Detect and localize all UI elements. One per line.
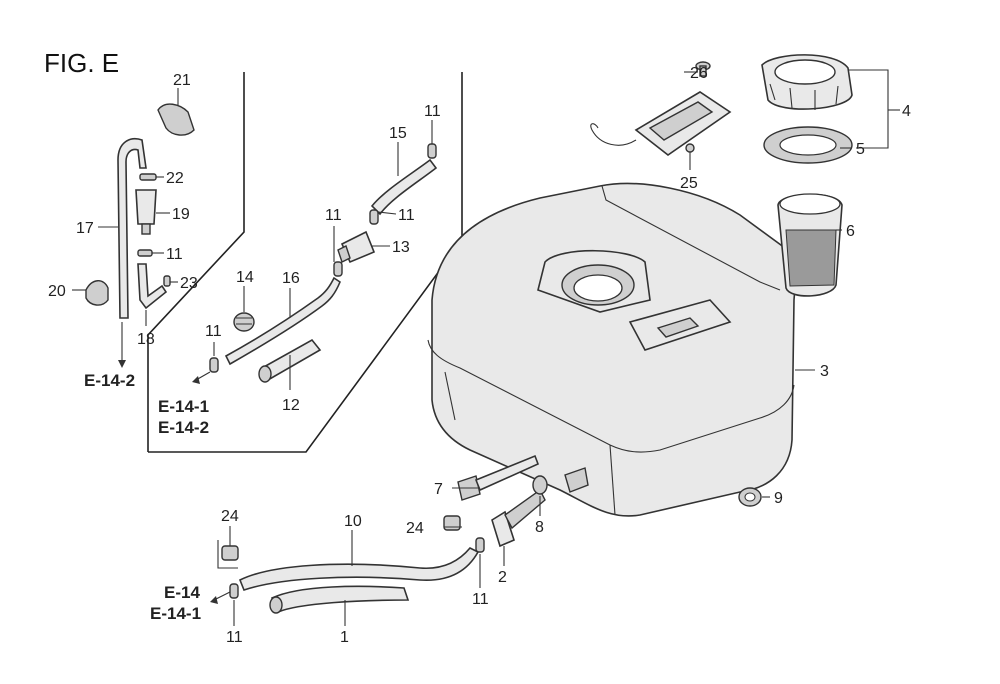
clip-11-top (427, 143, 437, 159)
callout-14: 14 (236, 269, 254, 286)
fuel-tube-12 (258, 338, 322, 383)
callout-23: 23 (180, 275, 198, 292)
hose-clip-left (217, 540, 239, 569)
ref-e14-2-mid: E-14-2 (158, 418, 209, 437)
clip-22 (139, 173, 157, 181)
reference-codes: E-14-2 E-14-1 E-14-2 E-14 E-14-1 (84, 371, 209, 623)
callout-26: 26 (690, 65, 708, 82)
figure-title: FIG. E (44, 48, 119, 78)
callout-17: 17 (76, 220, 94, 237)
callout-11-mid-left: 11 (205, 323, 222, 340)
callout-1: 1 (340, 629, 349, 646)
fuel-strainer (777, 193, 843, 297)
hose-clip-center (443, 515, 461, 531)
callout-6: 6 (846, 223, 855, 240)
callout-24-center: 24 (406, 520, 424, 537)
fuel-tube-10 (238, 547, 480, 591)
callout-19: 19 (172, 206, 190, 223)
callout-21: 21 (173, 72, 191, 89)
fuel-joint (491, 488, 546, 548)
callout-24-left: 24 (221, 508, 239, 525)
elbow-18 (137, 263, 168, 310)
clip-11-mid-left (209, 357, 219, 373)
callout-2: 2 (498, 569, 507, 586)
clamp-20 (85, 280, 109, 306)
ref-e14-1-mid: E-14-1 (158, 397, 209, 416)
panel-divider-left (147, 72, 245, 452)
callout-13: 13 (392, 239, 410, 256)
gauge-screw (695, 61, 711, 77)
fuel-gauge (590, 91, 732, 156)
fuel-filter-19 (135, 189, 157, 235)
callout-18: 18 (137, 331, 155, 348)
tank-grommet (738, 487, 762, 507)
callout-16: 16 (282, 270, 300, 287)
callout-5: 5 (856, 141, 865, 158)
fuel-tank (427, 182, 796, 517)
callout-3: 3 (820, 363, 829, 380)
callout-11-right-mid: 11 (398, 207, 415, 224)
callout-15: 15 (389, 125, 407, 142)
callout-10: 10 (344, 513, 362, 530)
cap-gasket (763, 126, 853, 164)
fuel-cap (761, 54, 853, 110)
ref-e14-1-lower: E-14-1 (150, 604, 201, 623)
panel-divider-right (148, 72, 463, 453)
callout-22: 22 (166, 170, 184, 187)
callout-4: 4 (902, 103, 911, 120)
clip-11-left-panel (137, 249, 153, 257)
callout-8: 8 (535, 519, 544, 536)
callout-25: 25 (680, 175, 698, 192)
fuel-filter-13 (337, 230, 376, 264)
callout-11-lower-mid: 11 (472, 591, 489, 608)
callout-labels: 21 22 19 11 23 17 20 18 14 16 12 11 11 1… (48, 65, 911, 646)
fuel-tube-16 (224, 276, 341, 366)
clip-11-lower-left (229, 583, 239, 599)
clip-11-mid-b (333, 261, 343, 277)
fuel-tube-17 (117, 138, 147, 319)
fuel-tube-15 (370, 158, 438, 216)
callout-11-mid: 11 (325, 207, 342, 224)
fuel-tube-1 (269, 585, 410, 614)
grommet-14 (233, 312, 255, 332)
callout-11-left: 11 (166, 246, 183, 263)
callout-9: 9 (774, 490, 783, 507)
callout-20: 20 (48, 283, 66, 300)
clip-11-lower-mid (475, 537, 485, 553)
clamp-21 (157, 103, 195, 136)
ref-e14-lower: E-14 (164, 583, 200, 602)
callout-7: 7 (434, 481, 443, 498)
callout-11-top: 11 (424, 103, 441, 120)
callout-12: 12 (282, 397, 300, 414)
ref-e14-2-left: E-14-2 (84, 371, 135, 390)
washer-8 (532, 475, 548, 495)
clip-11-mid-a (369, 209, 379, 225)
leader-lines (72, 69, 900, 626)
clip-23 (163, 275, 171, 287)
callout-11-lower-left: 11 (226, 629, 243, 646)
